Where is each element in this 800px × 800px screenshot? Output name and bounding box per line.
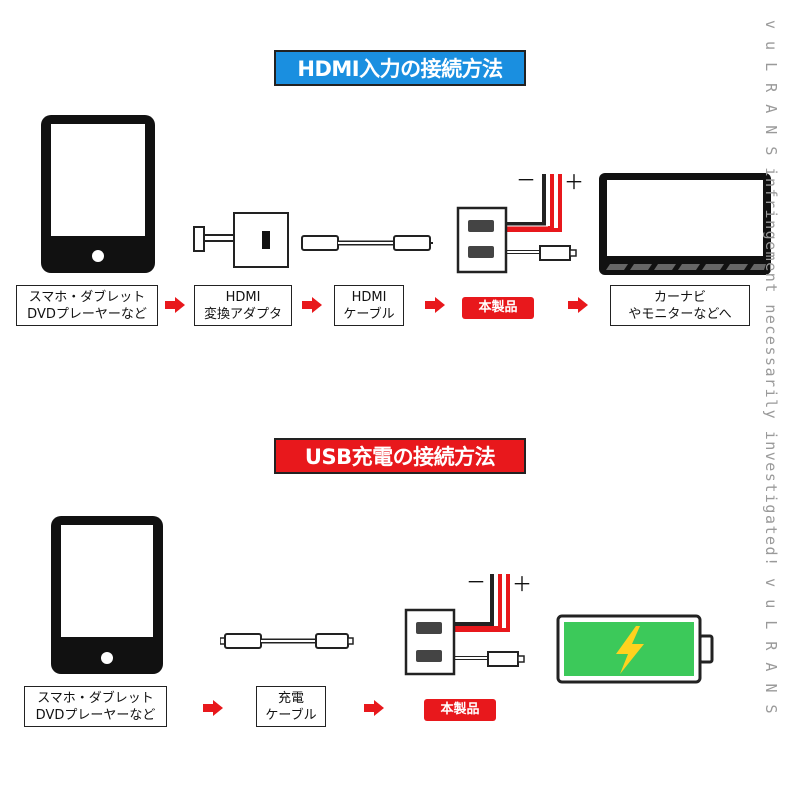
arrow-right-icon <box>203 700 223 716</box>
product-usb-icon <box>404 574 525 676</box>
usb-minus-label: － <box>466 570 486 594</box>
product-badge-hdmi: 本製品 <box>462 297 534 319</box>
charge-cable-icon <box>220 633 354 649</box>
hdmi-adapter-icon <box>193 212 289 268</box>
tablet-icon <box>41 115 155 273</box>
step-car-navi-label: カーナビやモニターなどへ <box>610 285 750 326</box>
battery-icon <box>556 614 714 684</box>
arrow-right-icon <box>165 297 185 313</box>
arrow-right-icon <box>364 700 384 716</box>
hdmi-cable-icon <box>301 235 433 251</box>
hdmi-minus-label: － <box>516 168 536 192</box>
step-charge-cable-label: 充電ケーブル <box>256 686 326 727</box>
lightning-bolt-icon <box>616 626 644 674</box>
usb-plus-label: ＋ <box>512 572 532 596</box>
tablet-icon <box>51 516 163 674</box>
product-badge-usb: 本製品 <box>424 699 496 721</box>
arrow-right-icon <box>568 297 588 313</box>
product-hdmi-icon <box>456 174 577 274</box>
arrow-right-icon <box>302 297 322 313</box>
hdmi-section-title: HDMI入力の接続方法 <box>274 50 526 86</box>
watermark-text: v u L R A N S infringement necessarily i… <box>762 20 780 715</box>
arrow-right-icon <box>425 297 445 313</box>
car-navi-monitor-icon <box>599 173 771 275</box>
hdmi-plus-label: ＋ <box>564 170 584 194</box>
watermark: v u L R A N S infringement necessarily i… <box>762 20 780 715</box>
usb-section-title: USB充電の接続方法 <box>274 438 526 474</box>
